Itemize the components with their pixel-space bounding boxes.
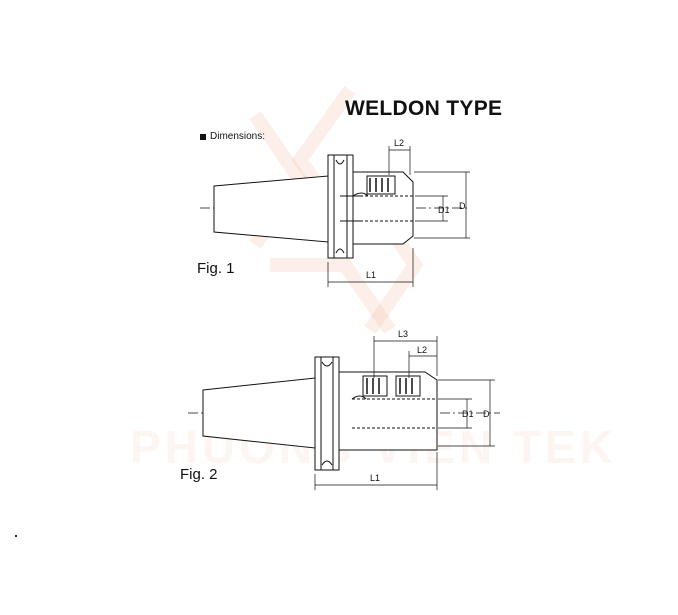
fig2-drawing xyxy=(188,336,500,490)
fig1-taper xyxy=(213,175,329,243)
fig2-l2-label: L2 xyxy=(417,345,427,355)
fig2-l1-label: L1 xyxy=(370,473,380,483)
dimensions-text: Dimensions: xyxy=(210,131,266,142)
fig1-l2-label: L2 xyxy=(394,138,404,148)
fig1-dim-labels: L2 L1 D1 D xyxy=(366,138,466,280)
fig2-d1-label: D1 xyxy=(462,409,474,419)
fig1-l1-label: L1 xyxy=(366,270,376,280)
fig1-d1-label: D1 xyxy=(438,205,450,215)
fig1-set-screw xyxy=(366,175,396,195)
fig2-set-screw-1 xyxy=(362,375,388,397)
fig1-label: Fig. 1 xyxy=(197,260,235,277)
fig1-flange xyxy=(327,154,354,259)
bullet-square-icon xyxy=(200,133,206,140)
fig2-flange xyxy=(314,356,340,471)
fig2-set-screw-2 xyxy=(395,375,421,397)
stray-dot xyxy=(15,535,17,537)
dimensions-label: Dimensions: xyxy=(200,131,265,142)
fig2-dim-labels: L3 L2 L1 D1 D xyxy=(370,329,490,483)
fig2-shank xyxy=(338,371,438,451)
fig2-l3-label: L3 xyxy=(398,329,408,339)
page-title: WELDON TYPE xyxy=(345,97,503,120)
fig2-d-label: D xyxy=(483,409,490,419)
fig2-label: Fig. 2 xyxy=(180,466,218,483)
fig1-d-label: D xyxy=(459,201,466,211)
fig1-drawing xyxy=(200,146,470,287)
fig2-taper xyxy=(202,377,316,449)
